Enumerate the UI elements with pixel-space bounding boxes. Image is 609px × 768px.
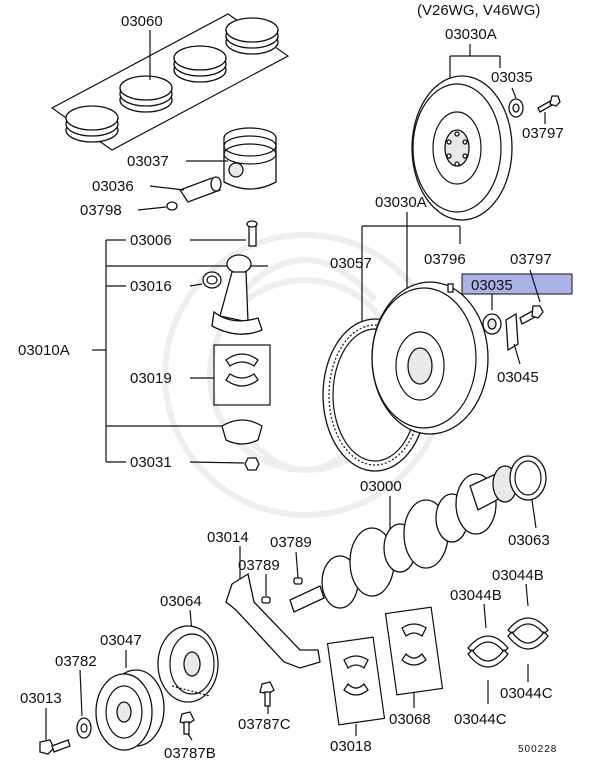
small-end-bushing-icon bbox=[202, 271, 222, 289]
label-03031: 03031 bbox=[130, 454, 172, 471]
main-bearing-box-03068 bbox=[384, 606, 444, 696]
label-03018: 03018 bbox=[330, 738, 372, 755]
label-03796: 03796 bbox=[424, 251, 466, 268]
bolt-03787C-icon bbox=[259, 681, 275, 707]
rod-nut-icon bbox=[244, 457, 260, 471]
variant-note: (V26WG, V46WG) bbox=[417, 2, 540, 19]
label-03014: 03014 bbox=[207, 529, 249, 546]
label-03006: 03006 bbox=[130, 232, 172, 249]
highlight-03035 bbox=[461, 273, 573, 295]
piston-pin-icon bbox=[179, 176, 222, 203]
label-03016: 03016 bbox=[130, 278, 172, 295]
connecting-rod-icon bbox=[211, 254, 263, 335]
rod-cap-icon bbox=[221, 419, 263, 445]
sprocket-icon bbox=[157, 625, 219, 703]
label-03047: 03047 bbox=[100, 632, 142, 649]
diagram-code: 500228 bbox=[518, 744, 557, 755]
flywheel-top-icon bbox=[411, 75, 513, 221]
conrod-bolt-icon bbox=[246, 220, 258, 247]
label-03030A-top: 03030A bbox=[445, 26, 497, 43]
ring-set-2 bbox=[119, 75, 173, 113]
piston-icon bbox=[223, 127, 277, 190]
label-03789-b: 03789 bbox=[238, 557, 280, 574]
label-03787C: 03787C bbox=[238, 716, 291, 733]
label-03064: 03064 bbox=[160, 593, 202, 610]
flywheel-bolt-top-icon bbox=[537, 95, 561, 113]
label-03037: 03037 bbox=[127, 153, 169, 170]
label-03782: 03782 bbox=[55, 653, 97, 670]
label-03044C-a: 03044C bbox=[500, 685, 553, 702]
crank-bolt-icon bbox=[39, 739, 71, 755]
key-icon-a bbox=[293, 577, 303, 585]
piston-rings-group bbox=[50, 13, 290, 151]
ring-set-3 bbox=[173, 45, 227, 83]
dowel-pin-icon bbox=[447, 283, 454, 293]
ring-set-4 bbox=[225, 17, 279, 55]
label-03019: 03019 bbox=[130, 370, 172, 387]
label-03036: 03036 bbox=[92, 178, 134, 195]
crank-rear-seal-icon bbox=[509, 455, 547, 501]
bolt-03787B-icon bbox=[179, 711, 195, 735]
label-03057: 03057 bbox=[330, 255, 372, 272]
ring-set-1 bbox=[65, 105, 119, 143]
label-03068: 03068 bbox=[389, 711, 431, 728]
label-03787B: 03787B bbox=[164, 745, 216, 762]
label-03044C-b: 03044C bbox=[454, 711, 507, 728]
label-03010A: 03010A bbox=[18, 342, 70, 359]
label-03060: 03060 bbox=[121, 13, 163, 30]
crank-pulley-icon bbox=[95, 669, 165, 751]
label-03000: 03000 bbox=[360, 478, 402, 495]
conrod-bearing-box bbox=[213, 344, 271, 406]
label-03030A-mid: 03030A bbox=[375, 194, 427, 211]
label-03063: 03063 bbox=[508, 532, 550, 549]
flywheel-mid-icon bbox=[371, 281, 489, 435]
label-03035-top: 03035 bbox=[491, 69, 533, 86]
pilot-bearing-top-icon bbox=[508, 98, 524, 118]
label-03035-highlight[interactable]: 03035 bbox=[471, 277, 513, 294]
label-03789-a: 03789 bbox=[270, 534, 312, 551]
label-03044B-a: 03044B bbox=[492, 567, 544, 584]
pilot-bearing-mid-icon bbox=[482, 313, 502, 335]
label-03044B-b: 03044B bbox=[450, 587, 502, 604]
label-03045: 03045 bbox=[497, 369, 539, 386]
washer-icon bbox=[76, 717, 92, 739]
main-bearing-box-03018 bbox=[326, 636, 386, 726]
label-03013: 03013 bbox=[20, 690, 62, 707]
crankshaft-icon bbox=[289, 465, 518, 613]
thrust-washer-lower-icon bbox=[467, 631, 549, 668]
timing-chain-guide-icon bbox=[225, 572, 321, 669]
label-03797-mid: 03797 bbox=[510, 251, 552, 268]
label-03797-top: 03797 bbox=[522, 125, 564, 142]
connecting-rod-bracket bbox=[92, 239, 268, 463]
label-03798: 03798 bbox=[80, 202, 122, 219]
snap-ring-icon bbox=[166, 201, 178, 211]
key-icon-b bbox=[261, 596, 271, 604]
flywheel-bolt-mid-icon bbox=[519, 305, 544, 325]
adapter-plate-icon bbox=[505, 312, 519, 352]
